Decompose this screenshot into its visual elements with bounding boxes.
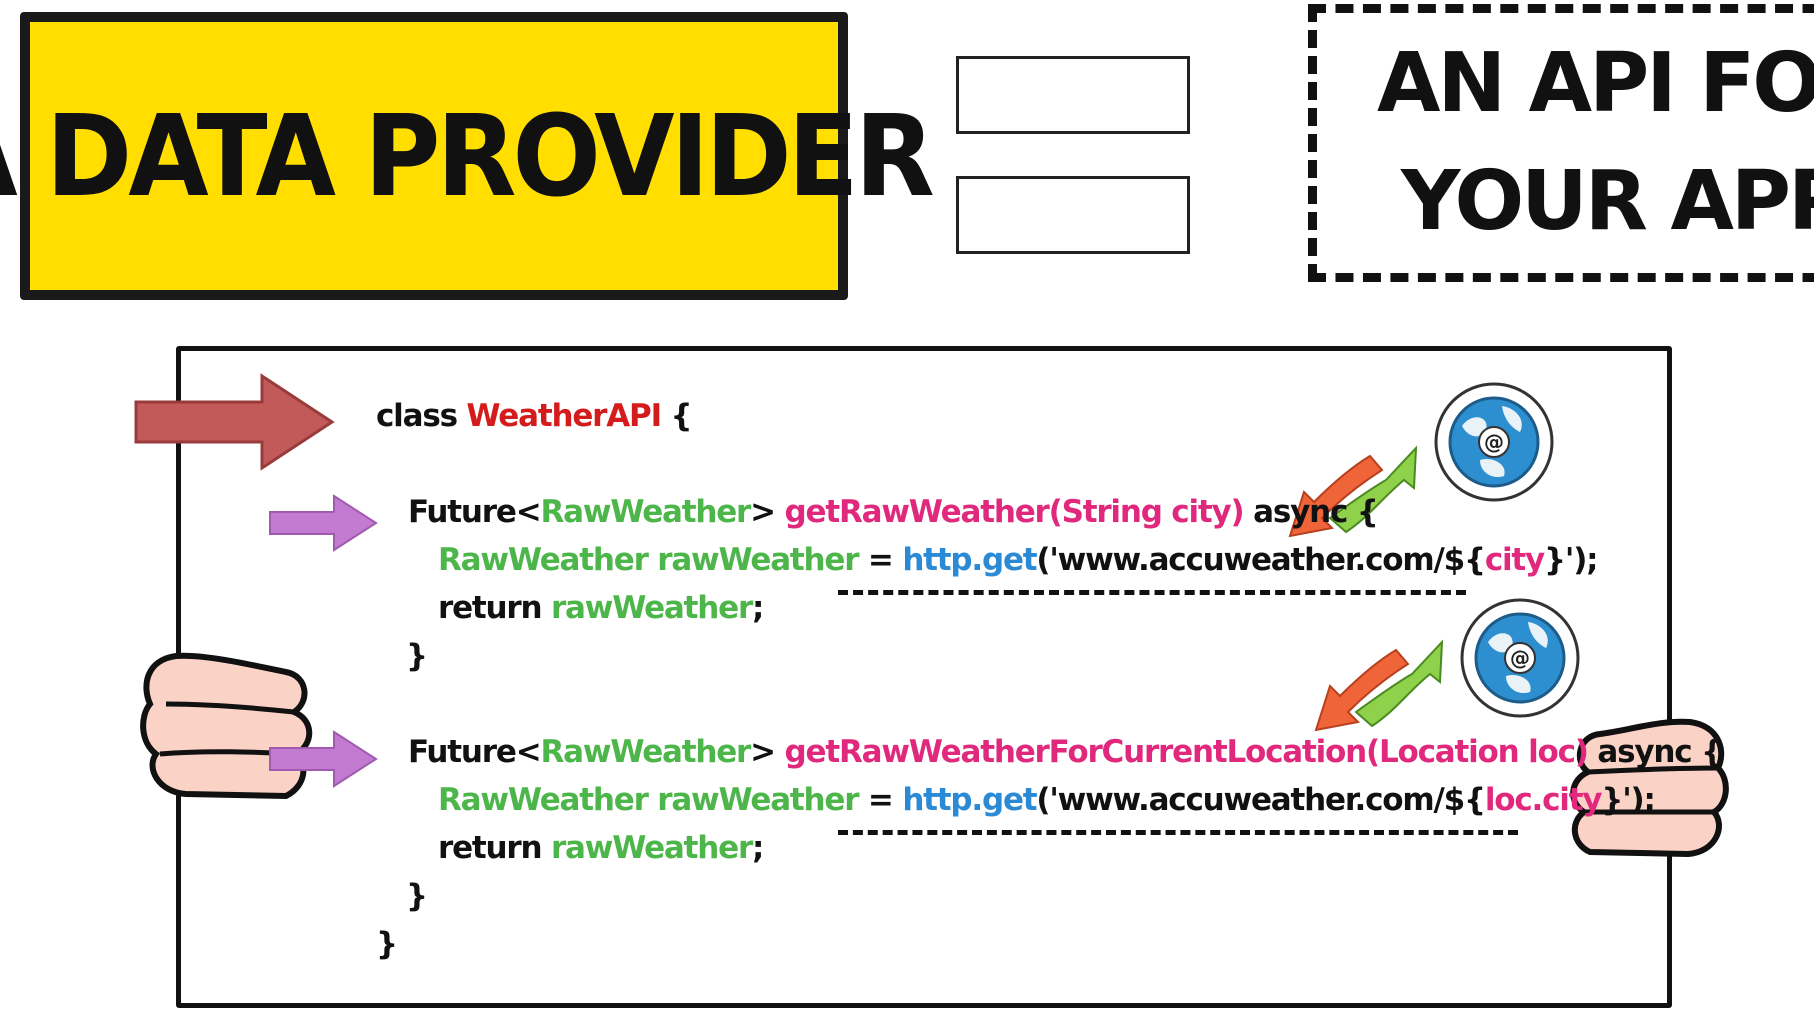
code-line-get2: RawWeather rawWeather = http.get('www.ac… [438,782,1656,818]
code-line-close1: } [406,638,428,674]
code-line-return1: return rawWeather; [438,590,764,626]
purple-arrow-icon [269,494,378,552]
svg-text:@: @ [1484,430,1504,454]
hand-icon [1570,718,1729,858]
code-line-class: class WeatherAPI { [376,398,693,434]
globe-icon: @ [1434,382,1554,502]
underline-dashed [838,830,1518,835]
code-line-return2: return rawWeather; [438,830,764,866]
equals-bar-top [956,56,1190,134]
api-for-app-line1: AN API FOR [1377,36,1814,131]
underline-dashed [838,590,1466,595]
swap-arrows-icon [1314,639,1444,732]
equals-bar-bottom [956,176,1190,254]
big-red-arrow-icon [134,373,335,471]
globe-icon: @ [1460,598,1580,718]
code-line-close-class: } [376,926,398,962]
swap-arrows-icon [1288,445,1418,538]
code-line-close2: } [406,878,428,914]
svg-text:@: @ [1510,646,1530,670]
api-for-app-line2: YOUR APP [1401,154,1814,249]
purple-arrow-icon [269,730,378,788]
api-for-app-box: AN API FOR YOUR APP [1308,4,1814,282]
code-line-get1: RawWeather rawWeather = http.get('www.ac… [438,542,1599,578]
code-line-method1: Future<RawWeather> getRawWeather(String … [408,494,1379,530]
data-provider-label: A DATA PROVIDER [0,90,935,222]
code-line-method2: Future<RawWeather> getRawWeatherForCurre… [408,734,1723,770]
data-provider-box: A DATA PROVIDER [0,12,935,300]
